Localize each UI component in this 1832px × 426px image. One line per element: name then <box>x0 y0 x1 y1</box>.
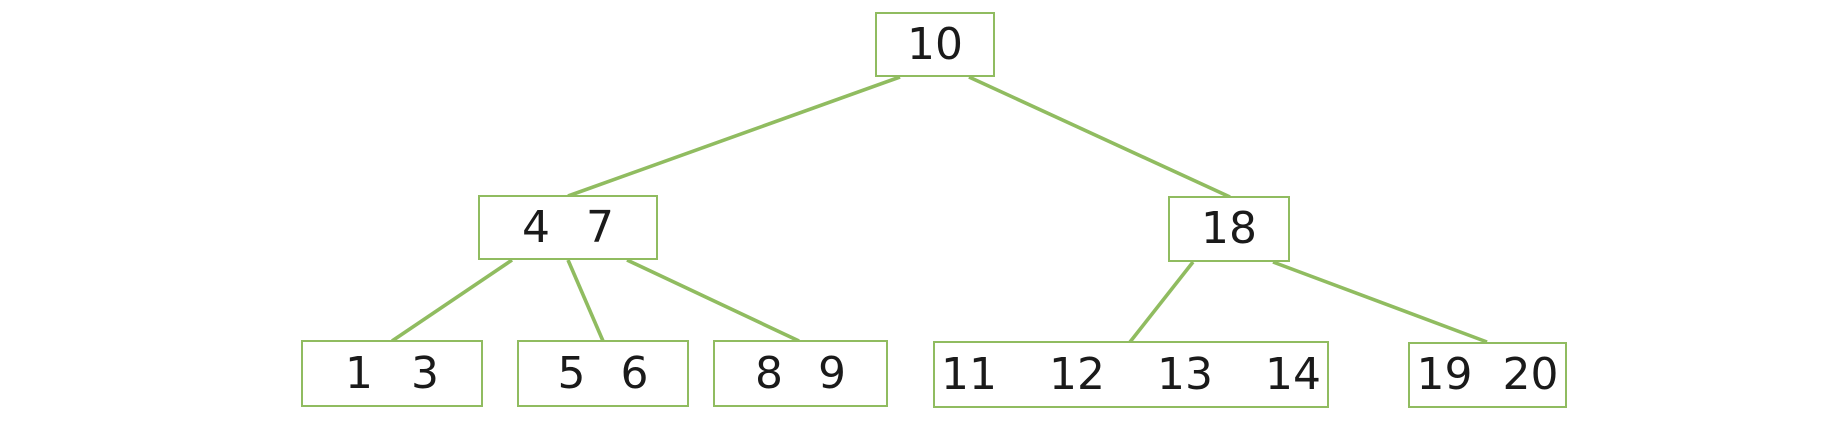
node-key: 6 <box>620 347 649 399</box>
node-key: 20 <box>1502 349 1559 400</box>
node-key: 11 <box>941 348 997 400</box>
node-key: 10 <box>907 18 963 70</box>
edge-root-right <box>968 75 1231 199</box>
tree-node-right: 18 <box>1168 196 1290 262</box>
node-key: 19 <box>1416 349 1473 400</box>
edge-right-leaf-11-14 <box>1128 260 1195 344</box>
tree-node-leaf-11-14: 11 12 13 14 <box>933 341 1329 408</box>
node-key: 8 <box>755 347 783 399</box>
edge-root-left <box>567 75 901 198</box>
edge-right-leaf-19-20 <box>1272 260 1488 344</box>
edge-left-leaf-5-6 <box>566 259 605 342</box>
node-key: 18 <box>1201 203 1257 254</box>
edge-left-leaf-8-9 <box>626 258 800 343</box>
node-key: 12 <box>1049 348 1105 400</box>
node-key: 9 <box>818 347 846 399</box>
node-key: 13 <box>1157 348 1213 400</box>
tree-node-root: 10 <box>875 12 995 77</box>
node-key: 1 <box>345 347 373 399</box>
edge-left-leaf-1-3 <box>390 258 514 343</box>
node-key: 7 <box>586 201 614 253</box>
node-key: 5 <box>557 347 586 399</box>
node-key: 3 <box>411 347 439 399</box>
node-key: 14 <box>1265 348 1321 400</box>
node-key: 4 <box>522 201 550 253</box>
